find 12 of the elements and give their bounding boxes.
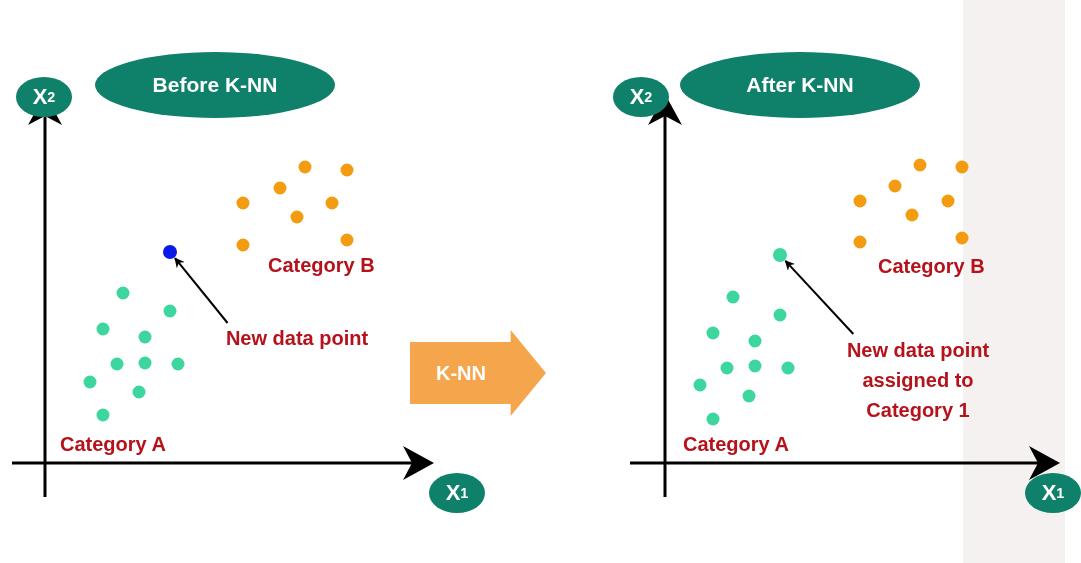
category-label: Category A [60, 432, 166, 456]
title-ellipse: After K-NN [680, 52, 920, 118]
category-label: Category A [683, 432, 789, 456]
leader-arrow [784, 259, 855, 335]
annotation-text: New data point assigned to Category 1 [820, 334, 1016, 426]
annotation-text: New data point [208, 323, 386, 353]
category-label: Category B [268, 253, 375, 277]
category-label: Category B [878, 254, 985, 278]
data-point [773, 248, 787, 262]
data-point [163, 245, 177, 259]
title-ellipse: Before K-NN [95, 52, 335, 118]
leader-arrow [174, 257, 229, 324]
